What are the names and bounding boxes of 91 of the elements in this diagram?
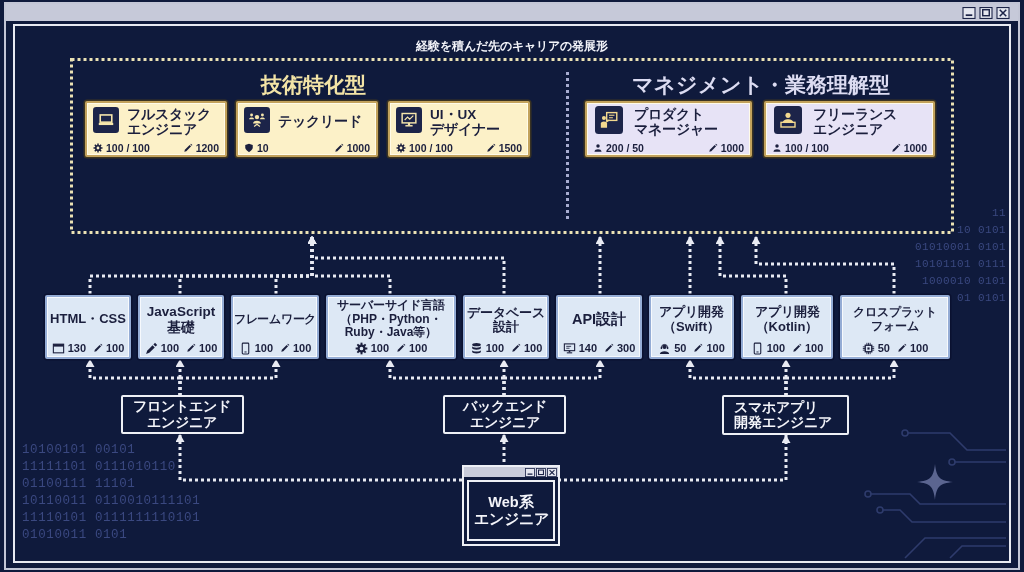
- stat-value: 100: [409, 342, 428, 354]
- skill-name: クロスプラットフォーム: [852, 306, 938, 333]
- stat-value: 100: [254, 342, 273, 354]
- career-card: [764, 101, 935, 157]
- stat-value: 100 / 100: [785, 141, 829, 154]
- skill-card: [45, 295, 131, 359]
- binary-text: 10 0101: [957, 224, 1006, 237]
- skill-name: API設計: [571, 311, 627, 328]
- stat-value: 100: [805, 342, 824, 354]
- stat-value: 100: [199, 342, 218, 354]
- career-title: テックリード: [278, 114, 362, 130]
- career-card: [388, 101, 530, 157]
- skill-card: [231, 295, 319, 359]
- stat-value: 100: [909, 342, 929, 354]
- binary-text: 11111101 0111010110: [22, 461, 176, 474]
- stat-value: 10: [257, 141, 269, 154]
- binary-text: 1000010 0101: [922, 275, 1006, 288]
- binary-text: 10101101 0111: [915, 258, 1006, 271]
- dotted-arrow: [502, 359, 605, 395]
- stat-value: 1000: [720, 141, 744, 154]
- stat-value: 1000: [903, 141, 927, 154]
- binary-text: 11: [992, 207, 1006, 220]
- skill-card: [556, 295, 642, 359]
- dotted-frame: [68, 38, 956, 236]
- binary-text: 01010011 0101: [22, 529, 128, 542]
- skill-card: [649, 295, 734, 359]
- skill-card: [326, 295, 456, 359]
- stat-value: 1000: [346, 141, 370, 154]
- binary-text: 01010001 0101: [915, 241, 1006, 254]
- binary-text: 10110011 0110010111101: [22, 495, 201, 508]
- dotted-arrow: [784, 359, 899, 395]
- dotted-arrow: [175, 434, 462, 482]
- binary-text: 10100101 00101: [22, 444, 136, 457]
- role-box: [443, 395, 566, 434]
- stat-value: 1500: [498, 141, 522, 154]
- skill-name: フレームワーク: [234, 313, 316, 326]
- skill-card: [741, 295, 833, 359]
- dotted-arrow: [685, 236, 695, 295]
- binary-text: 11110101 0111111110101: [22, 512, 201, 525]
- stat-value: 100: [370, 342, 389, 354]
- role-box: [121, 395, 244, 434]
- role-box: [722, 395, 849, 435]
- dotted-arrow: [307, 236, 506, 295]
- section-heading: 技術特化型: [260, 73, 366, 97]
- skill-name: HTML・CSS: [50, 312, 126, 327]
- skill-name: JavaScript基礎: [145, 304, 217, 335]
- skill-card: [138, 295, 224, 359]
- skill-name: アプリ開発（Kotlin）: [753, 304, 821, 335]
- dotted-arrow: [595, 236, 605, 295]
- stat-value: 100: [485, 342, 504, 354]
- career-card: [585, 101, 752, 157]
- window-box: [462, 465, 560, 546]
- binary-text: 01 0101: [957, 292, 1006, 305]
- career-title: フルスタックエンジニア: [127, 106, 212, 138]
- skill-name: アプリ開発（Swift）: [658, 304, 725, 335]
- role-name: スマホアプリ開発エンジニア: [734, 399, 834, 431]
- dotted-arrow: [715, 236, 788, 295]
- dotted-arrow: [560, 435, 791, 482]
- career-title: プロダクトマネージャー: [634, 106, 719, 138]
- stat-value: 1200: [195, 141, 219, 154]
- dotted-arrow: [178, 359, 281, 395]
- binary-text: 01100111 11101: [22, 478, 136, 491]
- dotted-arrow: [751, 236, 896, 295]
- stat-value: 100: [106, 342, 125, 354]
- stat-value: 300: [617, 342, 636, 354]
- role-name: Web系エンジニア: [472, 494, 550, 527]
- stat-value: 100: [706, 342, 725, 354]
- skill-card: [840, 295, 950, 359]
- skill-name: データベース設計: [466, 305, 546, 334]
- stat-value: 100: [766, 342, 785, 354]
- stat-value: 100 / 100: [409, 141, 453, 154]
- dotted-arrow: [499, 434, 509, 465]
- stat-value: 50: [877, 342, 890, 354]
- career-card: [236, 101, 378, 157]
- stat-value: 100: [524, 342, 543, 354]
- stat-value: 50: [674, 342, 687, 354]
- stat-value: 140: [578, 342, 597, 354]
- role-name: フロントエンドエンジニア: [132, 399, 233, 430]
- stat-value: 100 / 100: [106, 141, 150, 154]
- career-card: [85, 101, 227, 157]
- role-name: バックエンドエンジニア: [461, 399, 548, 430]
- stat-value: 100: [293, 342, 312, 354]
- skill-name: サーバーサイド言語（PHP・Python・Ruby・Java等）: [336, 299, 446, 340]
- frame-title: 経験を積んだ先のキャリアの発展形: [416, 39, 608, 54]
- stat-value: 200 / 50: [606, 141, 644, 154]
- section-heading: マネジメント・業務理解型: [632, 73, 890, 97]
- stat-value: 130: [67, 342, 86, 354]
- career-title: フリーランスエンジニア: [813, 106, 898, 138]
- career-title: UI・UXデザイナー: [430, 106, 501, 138]
- skill-card: [463, 295, 549, 359]
- stat-value: 100: [160, 342, 179, 354]
